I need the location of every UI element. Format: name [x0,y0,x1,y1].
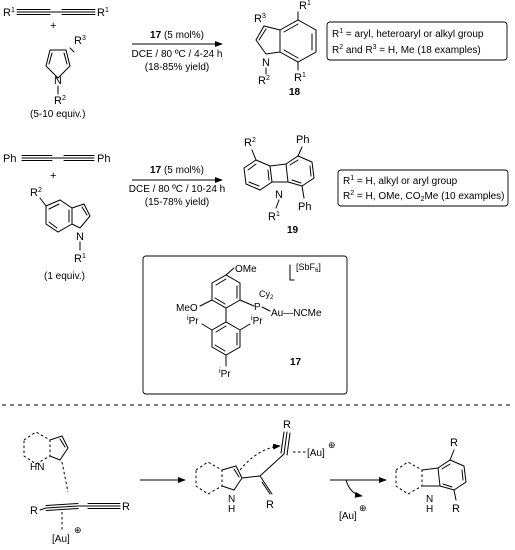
catalyst-ipr-left: iPr [187,315,199,327]
product-19-ph-bottom: Ph [298,201,311,213]
mechanism-released-au-charge: ⊕ [359,503,367,513]
product-19-structure: R2 Ph Ph N R1 19 [243,134,315,236]
conditions-2-solvent: DCE / 80 ºC / 10-24 h [129,184,225,195]
mechanism-int-au: [Au] [307,448,325,459]
indole-structure: R2 N R1 (1 equiv.) [30,187,91,282]
mechanism-product-n: N [426,494,433,505]
conditions-2-catalyst: 17 (5 mol%) [150,165,204,176]
catalyst-ome-top: OMe [235,264,257,275]
pyrrole-structure: R3 N R2 (5-10 equiv.) [30,35,86,120]
product-19-r2: R2 [244,137,256,149]
product-18-label: 18 [289,87,301,98]
catalyst-ipr-bottom: iPr [219,368,231,380]
diyne-r1-left-label: R1 [3,7,15,19]
pyrrole-n-label: N [54,75,62,87]
plus-sign: + [50,20,56,32]
mechanism-product-r-top: R [450,437,458,449]
conditions-2: 17 (5 mol%) DCE / 80 ºC / 10-24 h (15-78… [129,165,225,208]
mechanism-product: R R N H [395,437,467,515]
product-18-structure: R1 R3 N R2 R1 18 [254,0,317,98]
scheme-1: R1 R1 + R3 N R2 (5-10 equiv.) 17 (5 m [3,0,508,120]
mechanism-intermediate: N H R R [Au] ⊕ [195,419,336,515]
catalyst-p: P [254,302,261,313]
indole-r1: R1 [74,253,86,265]
mechanism-int-n: N [228,494,235,505]
product-18-n: N [262,57,270,69]
catalyst-cy: Cy2 [259,289,274,301]
mechanism-diyne-r-right: R [122,501,130,513]
catalyst-ipr-right: iPr [251,315,263,327]
conditions-1: 17 (5 mol%) DCE / 80 ºC / 4-24 h (18-85%… [132,30,223,73]
note-2-line-1: R1 = H, alkyl or aryl group [343,175,458,187]
mechanism-au-1-charge: ⊕ [74,525,82,535]
indole-r2: R2 [30,187,42,199]
product-18-r3: R3 [254,13,266,25]
catalyst-17-box: OMe MeO P Cy2 Au—NCMe [SbF6] iPr iPr iPr… [142,255,348,395]
catalyst-au-ncme: Au—NCMe [271,308,322,319]
mechanism-indole-nh: HN [30,462,44,473]
diyne-r1: R1 R1 + [3,7,109,32]
diyne-ph-left: Ph [3,153,16,165]
product-19-r1: R1 [268,211,280,223]
mechanism-diyne: R R [Au] ⊕ [30,501,130,545]
pyrrole-equiv: (5-10 equiv.) [30,109,85,120]
conditions-1-catalyst: 17 (5 mol%) [150,30,204,41]
product-18-r1-bottom: R1 [294,72,306,84]
indole-equiv: (1 equiv.) [44,271,85,282]
product-18-r2: R2 [258,75,270,87]
mechanism-int-h: H [228,504,235,515]
mechanism: HN R R [Au] ⊕ N H [23,419,467,545]
conditions-1-yield: (18-85% yield) [145,62,209,73]
mechanism-diyne-r-left: R [30,505,38,517]
catalyst-meo-left: MeO [176,303,198,314]
mechanism-int-r-top: R [283,419,291,431]
catalyst-counterion: [SbF6] [296,262,321,274]
mechanism-released-au: [Au] [339,511,357,522]
pyrrole-r2-label: R2 [54,95,66,107]
pyrrole-r3-label: R3 [74,35,86,47]
note-box-2: R1 = H, alkyl or aryl group R2 = H, OMe,… [337,169,509,207]
catalyst-label: 17 [290,357,302,368]
mechanism-product-r-bottom: R [452,503,460,515]
note-1-line-1: R1 = aryl, heteroaryl or alkyl group [332,28,484,40]
diyne-ph-right: Ph [97,153,110,165]
mechanism-indole: HN [23,431,69,493]
diyne-r1-right-label: R1 [97,7,109,19]
conditions-2-yield: (15-78% yield) [145,197,209,208]
mechanism-product-h: H [426,504,433,515]
conditions-1-solvent: DCE / 80 ºC / 4-24 h [132,49,223,60]
mechanism-int-au-charge: ⊕ [328,440,336,450]
product-19-label: 19 [287,225,299,236]
note-box-1: R1 = aryl, heteroaryl or alkyl group R2 … [326,21,508,61]
mechanism-int-r-bottom: R [266,499,274,511]
diyne-ph: Ph Ph + [3,153,110,182]
product-18-r1-top: R1 [299,0,311,12]
scheme-2: Ph Ph + R2 N R1 (1 equiv.) [3,134,509,282]
note-2-line-2: R2 = H, OMe, CO2Me (10 examples) [343,190,504,203]
product-19-ph-top: Ph [296,134,309,146]
product-19-n: N [275,189,283,201]
note-1-line-2: R2 and R3 = H, Me (18 examples) [332,44,481,56]
plus-sign-2: + [50,170,56,182]
indole-n: N [76,231,84,243]
mechanism-au-1: [Au] [52,534,70,545]
